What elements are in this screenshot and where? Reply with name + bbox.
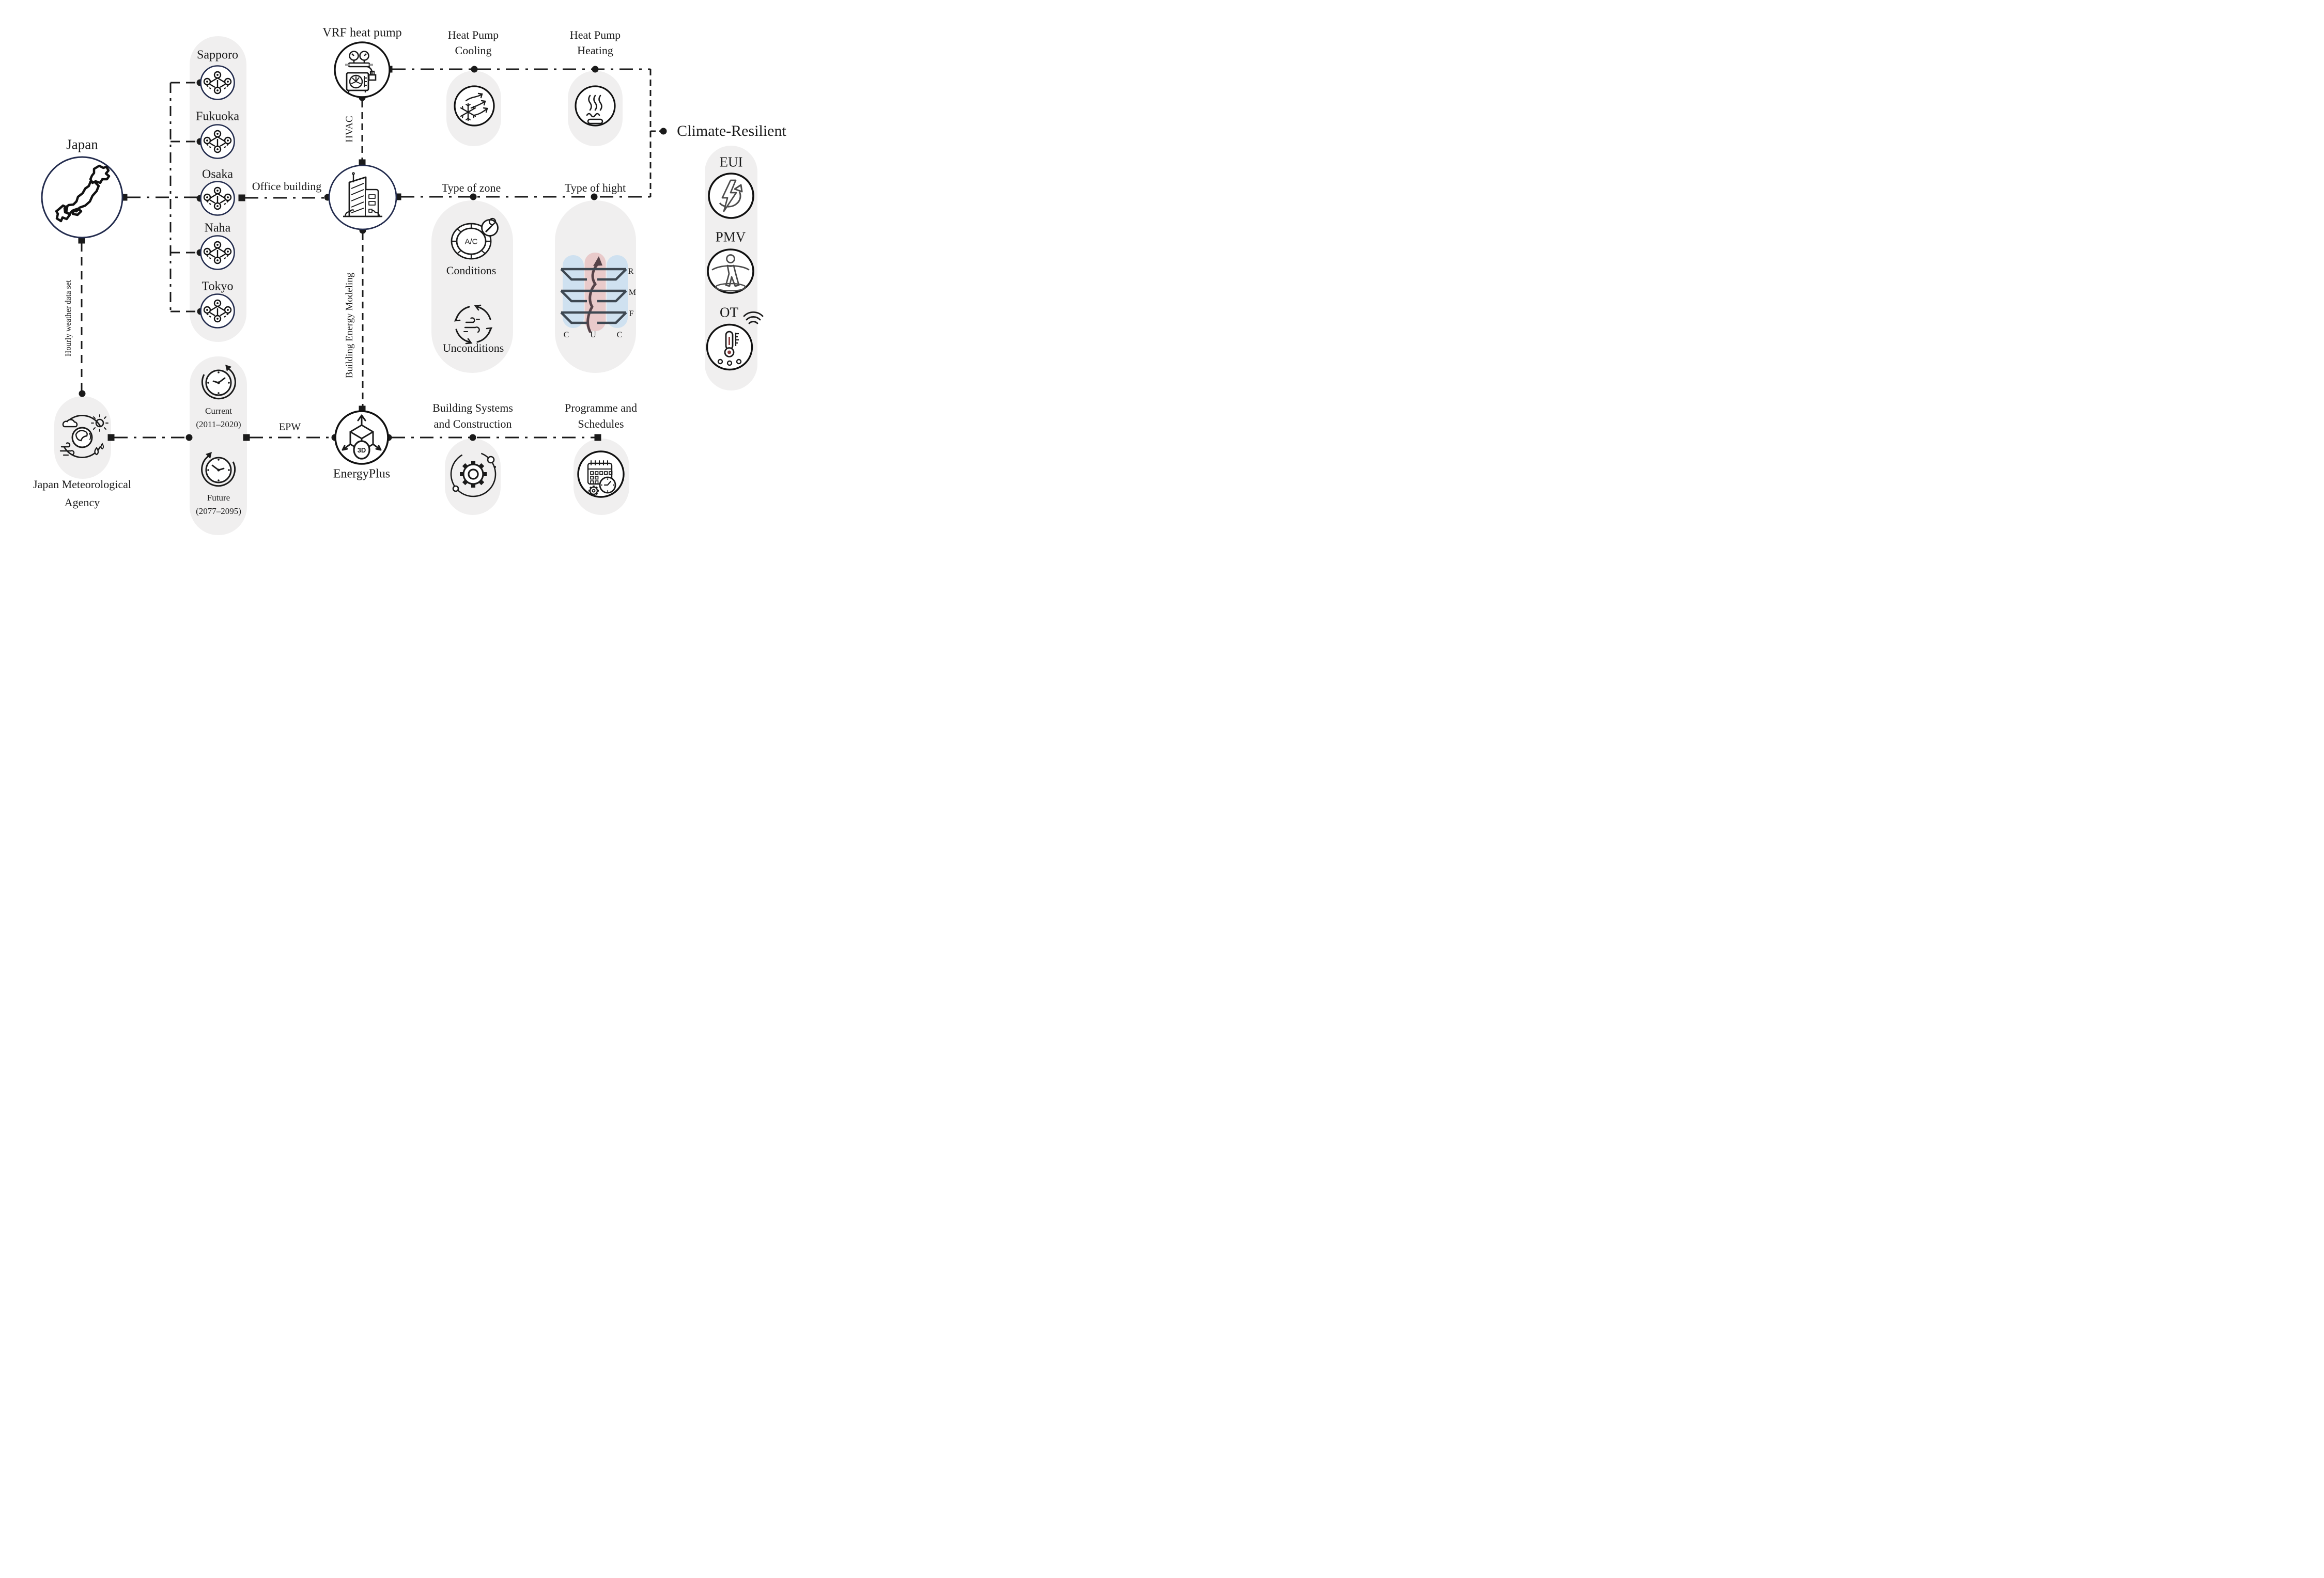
energyplus-label: EnergyPlus	[333, 467, 391, 481]
japan-label: Japan	[66, 136, 98, 152]
zone-letter-u: U	[590, 331, 596, 339]
hourly-weather-label: Hourly weather data set	[64, 280, 73, 356]
jma-weather-globe-icon	[55, 410, 109, 463]
type-of-hight-label: Type of hight	[564, 181, 626, 194]
systems-label-line1: Building Systems	[432, 401, 513, 414]
zone-letter-c-left: C	[563, 331, 569, 339]
city-label-osaka: Osaka	[202, 167, 233, 181]
heating-label-line2: Heating	[577, 44, 613, 57]
current-period-clock-icon	[197, 360, 240, 403]
vrf-label: VRF heat pump	[322, 26, 402, 40]
floor-label-f: F	[629, 309, 634, 318]
floor-stack-diagram	[558, 250, 636, 338]
japan-map-icon	[40, 155, 124, 239]
ac-conditions-icon: A/C	[447, 216, 500, 263]
office-building-label: Office building	[252, 180, 322, 193]
schedules-label-line2: Schedules	[578, 417, 624, 430]
heat-pump-heating-icon	[575, 85, 616, 127]
metric-label-eui: EUI	[719, 154, 743, 170]
climate-resilient-label: Climate-Resilient	[677, 122, 786, 139]
wifi-arcs-icon	[743, 311, 764, 324]
jma-label-line1: Japan Meteorological	[33, 478, 131, 491]
pmv-icon	[706, 248, 755, 294]
metric-label-ot: OT	[720, 304, 738, 320]
heating-label-line1: Heat Pump	[569, 28, 621, 41]
energyplus-badge-text: 3D	[358, 446, 366, 454]
unconditions-icon	[453, 304, 494, 345]
programme-schedules-icon	[577, 450, 625, 498]
city-label-fukuoka: Fukuoka	[196, 110, 239, 123]
tokyo-city-map-icon	[199, 293, 236, 329]
unconditions-label: Unconditions	[442, 341, 504, 354]
current-period-range: (2011–2020)	[196, 419, 241, 429]
heat-pump-cooling-icon	[454, 85, 495, 127]
future-period-label: Future	[207, 493, 230, 503]
conditions-label: Conditions	[446, 264, 497, 277]
floor-label-m: M	[628, 288, 637, 297]
ot-icon	[702, 311, 766, 373]
type-of-zone-label: Type of zone	[441, 181, 501, 194]
metric-label-pmv: PMV	[715, 229, 746, 245]
floor-planes	[560, 268, 627, 324]
cooling-label-line1: Heat Pump	[447, 28, 499, 41]
vrf-heat-pump-icon	[333, 41, 391, 99]
bem-label: Building Energy Modeling	[344, 272, 355, 379]
future-period-range: (2077–2095)	[196, 506, 241, 516]
airflow-arrow	[586, 263, 599, 333]
connector-network	[78, 66, 667, 441]
systems-label-line2: and Construction	[433, 417, 512, 430]
office-building-icon	[328, 164, 398, 231]
city-label-naha: Naha	[204, 221, 231, 235]
naha-city-map-icon	[199, 235, 236, 271]
workflow-diagram: A/C	[0, 0, 806, 548]
current-period-label: Current	[205, 406, 232, 416]
jma-label-line2: Agency	[64, 496, 100, 509]
ac-badge-text: A/C	[464, 238, 477, 246]
square-connectors	[78, 66, 601, 441]
sapporo-city-map-icon	[199, 65, 236, 101]
eui-icon	[707, 172, 755, 220]
cooling-label-line2: Cooling	[455, 44, 492, 57]
future-period-clock-icon	[197, 447, 240, 491]
city-label-sapporo: Sapporo	[197, 48, 238, 62]
zone-letter-c-right: C	[616, 331, 623, 339]
osaka-city-map-icon	[199, 180, 236, 216]
floor-label-r: R	[628, 267, 634, 276]
city-label-tokyo: Tokyo	[202, 279, 234, 293]
fukuoka-city-map-icon	[199, 123, 236, 160]
hvac-label: HVAC	[344, 116, 355, 143]
energyplus-3d-icon: 3D	[334, 410, 390, 465]
building-systems-gear-icon	[448, 449, 498, 499]
epw-label: EPW	[278, 421, 301, 433]
schedules-label-line1: Programme and	[565, 401, 637, 414]
